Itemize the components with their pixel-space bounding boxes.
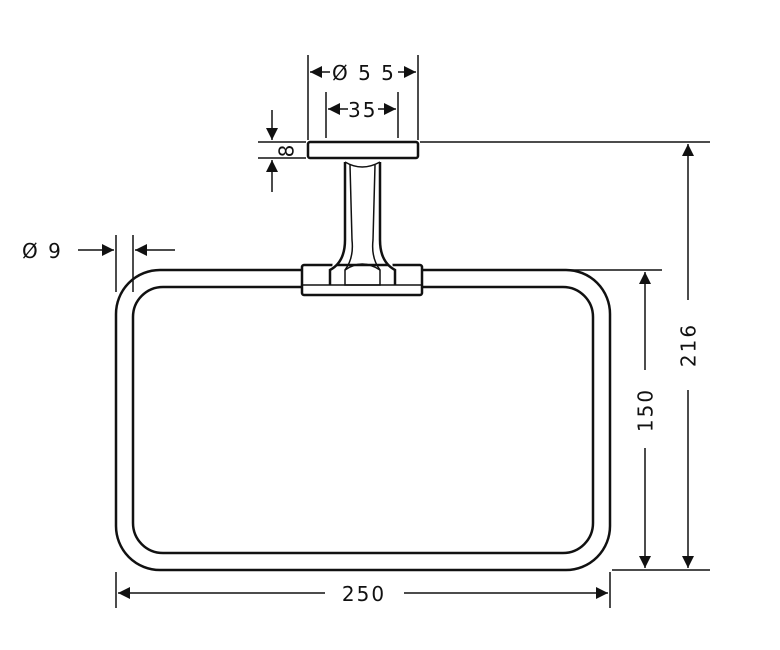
dim-overall-width: [115, 572, 611, 608]
dim-overall-width-label: 250: [342, 582, 386, 606]
dim-rod-diameter: [78, 235, 175, 292]
holder-block: [300, 263, 424, 297]
dim-total-height: [420, 141, 710, 571]
dim-total-height-label: 216: [677, 323, 701, 367]
mounting-base: [306, 140, 420, 160]
towel-ring-outline: [114, 268, 612, 572]
dim-ring-height-label: 150: [634, 388, 658, 432]
dim-neck-width-label: 35: [348, 98, 377, 122]
dim-rod-diameter-label: Ø 9: [22, 239, 63, 263]
dim-base-diameter-label: Ø 5 5: [332, 61, 396, 85]
ring-outer-edge: [114, 268, 612, 572]
dim-base-thickness-label: 8: [275, 143, 299, 158]
holder-stem: [328, 161, 397, 286]
dim-ring-height: [424, 269, 662, 568]
dim-base-thickness: [258, 110, 306, 192]
ring-inner-edge: [131, 285, 595, 555]
dim-neck-width: [325, 92, 399, 138]
dim-base-diameter: [307, 55, 419, 140]
